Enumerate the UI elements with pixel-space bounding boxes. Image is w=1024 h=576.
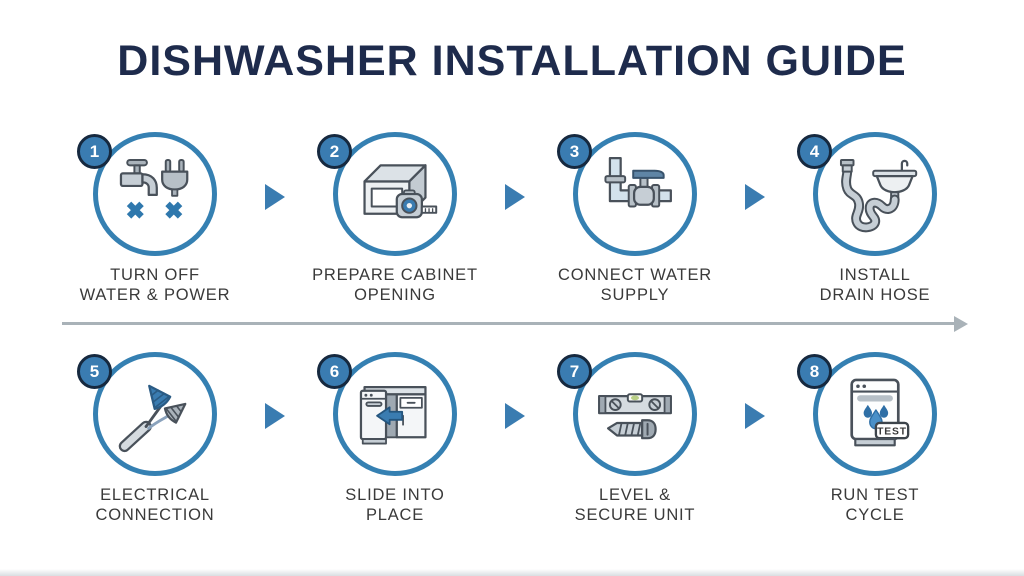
step-number-badge: 4	[797, 134, 832, 169]
step-number: 4	[809, 141, 820, 161]
spirit-level-screw-icon	[598, 393, 672, 440]
step-number-badge: 8	[797, 354, 832, 389]
flow-arrowhead	[954, 316, 968, 332]
arrow-right-icon	[265, 184, 285, 210]
step-3: 3 CONNECT WATER SUPPLY	[515, 132, 755, 305]
step-4: 4 INSTALL DRAIN HOSE	[755, 132, 995, 305]
step-number: 5	[89, 361, 100, 381]
step-label: ELECTRICAL CONNECTION	[95, 486, 215, 524]
step-number-badge: 1	[77, 134, 112, 169]
arrow-right-icon	[265, 403, 285, 429]
step-number: 6	[329, 361, 340, 381]
step-2: 2 PREPARE CABINET OPENING	[275, 132, 515, 305]
pipe-shutoff-valve-icon	[604, 157, 672, 208]
arrow-right-icon	[745, 184, 765, 210]
step-label: INSTALL DRAIN HOSE	[819, 266, 931, 304]
step-number: 8	[809, 361, 820, 381]
step-label: PREPARE CABINET OPENING	[312, 266, 478, 304]
step-label: LEVEL & SECURE UNIT	[574, 486, 696, 524]
dishwasher-slide-into-cabinet-icon	[359, 386, 427, 445]
step-number: 2	[329, 141, 340, 161]
faucet-and-plug-off-icon	[119, 158, 189, 219]
step-circle: 6	[317, 352, 457, 476]
dishwasher-test-cycle-icon: TEST	[850, 378, 910, 447]
step-circle: 7	[557, 352, 697, 476]
step-circle: 3	[557, 132, 697, 256]
step-1: 1 TURN OFF WATER & POWER	[35, 132, 275, 305]
arrow-right-icon	[505, 403, 525, 429]
test-badge-label: TEST	[877, 427, 907, 438]
step-number: 3	[569, 141, 580, 161]
step-number-badge: 7	[557, 354, 592, 389]
step-number-badge: 3	[557, 134, 592, 169]
step-number-badge: 2	[317, 134, 352, 169]
cabinet-measuring-tape-icon	[363, 164, 438, 219]
step-number: 7	[569, 361, 580, 381]
step-7: 7 LEVEL & SECURE UNIT	[515, 352, 755, 525]
step-label: RUN TEST CYCLE	[830, 486, 920, 524]
bottom-edge-shadow	[0, 569, 1024, 576]
sink-drain-hose-icon	[839, 158, 918, 233]
step-number-badge: 6	[317, 354, 352, 389]
step-number-badge: 5	[77, 354, 112, 389]
step-label: TURN OFF WATER & POWER	[79, 266, 231, 304]
flow-arrow-icon	[62, 316, 968, 332]
step-circle: 2	[317, 132, 457, 256]
step-circle: 4	[797, 132, 937, 256]
step-label: SLIDE INTO PLACE	[345, 486, 445, 524]
step-6: 6 SLIDE INTO PLACE	[275, 352, 515, 525]
arrow-right-icon	[745, 403, 765, 429]
step-5: 5 ELECTRICAL CONNECTION	[35, 352, 275, 525]
step-circle: 8 TEST	[797, 352, 937, 476]
flow-arrow-line	[62, 322, 954, 325]
step-number: 1	[89, 141, 100, 161]
step-circle: 5	[77, 352, 217, 476]
step-8: 8 TEST RUN T	[755, 352, 995, 525]
page-title: DISHWASHER INSTALLATION GUIDE	[117, 37, 907, 85]
arrow-right-icon	[505, 184, 525, 210]
step-label: CONNECT WATER SUPPLY	[557, 266, 712, 304]
step-circle: 1	[77, 132, 217, 256]
wire-nuts-icon	[118, 384, 187, 453]
